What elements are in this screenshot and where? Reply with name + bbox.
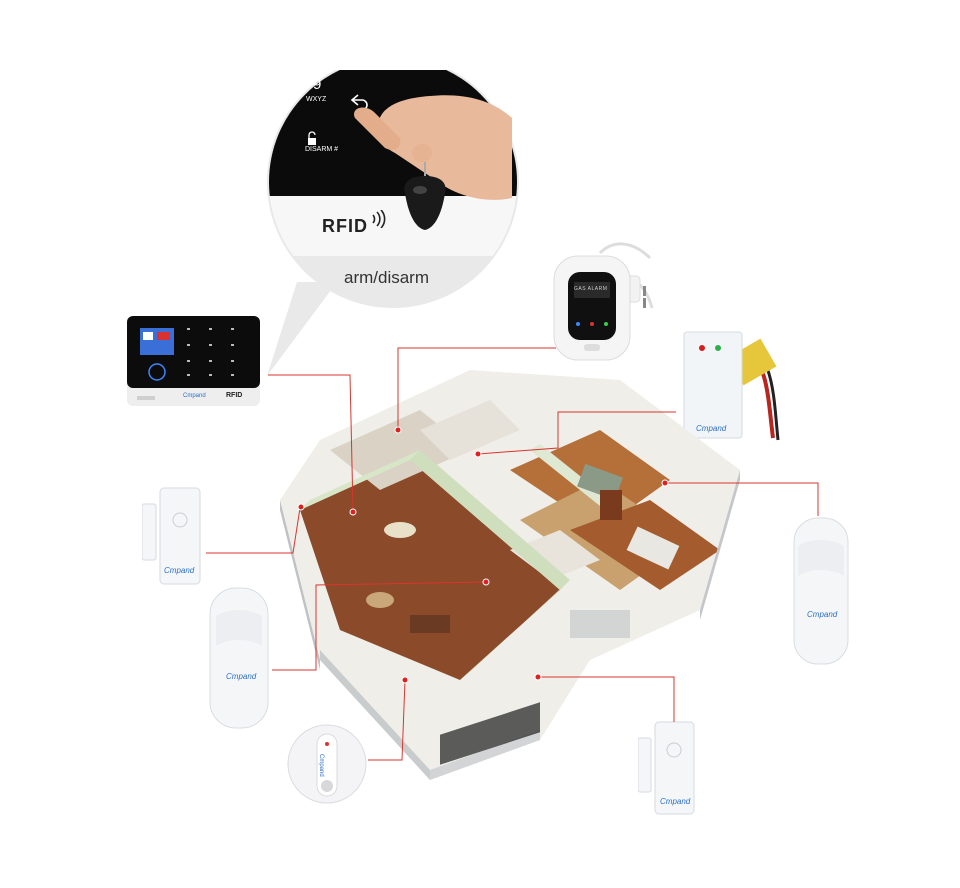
callout-tail <box>262 280 352 380</box>
smoke-detector <box>286 722 368 806</box>
pir-sensor-right <box>792 516 850 666</box>
house-floorplan-illustration <box>270 360 750 780</box>
smoke-detector-brand: Cmpand <box>318 754 324 777</box>
gas-screen-text: GAS ALARM <box>574 286 608 292</box>
door-sensor-left-brand: Cmpand <box>164 566 195 575</box>
pir-left-brand: Cmpand <box>226 672 257 681</box>
water-leak-sensor <box>678 328 788 444</box>
alarm-control-panel <box>127 316 260 406</box>
gas-detector <box>540 238 660 362</box>
hand-rfid-tag-image <box>340 78 520 278</box>
water-sensor-brand: Cmpand <box>696 424 727 433</box>
callout-rfid-label: RFID <box>322 216 368 236</box>
door-sensor-bottom-brand: Cmpand <box>660 797 691 806</box>
disarm-key-label: DISARM # <box>305 146 339 153</box>
door-sensor-left <box>142 486 202 586</box>
pir-sensor-left <box>208 586 270 730</box>
pir-right-brand: Cmpand <box>807 610 838 619</box>
key-9-digit: 9 <box>313 76 322 93</box>
door-sensor-bottom <box>638 720 696 816</box>
panel-rfid-label: RFID <box>226 392 243 399</box>
rfid-wave-icon <box>370 210 386 228</box>
key-9-letters: WXYZ <box>306 96 327 103</box>
panel-brand-label: Cmpand <box>183 393 206 399</box>
callout-caption: arm/disarm <box>344 268 430 287</box>
